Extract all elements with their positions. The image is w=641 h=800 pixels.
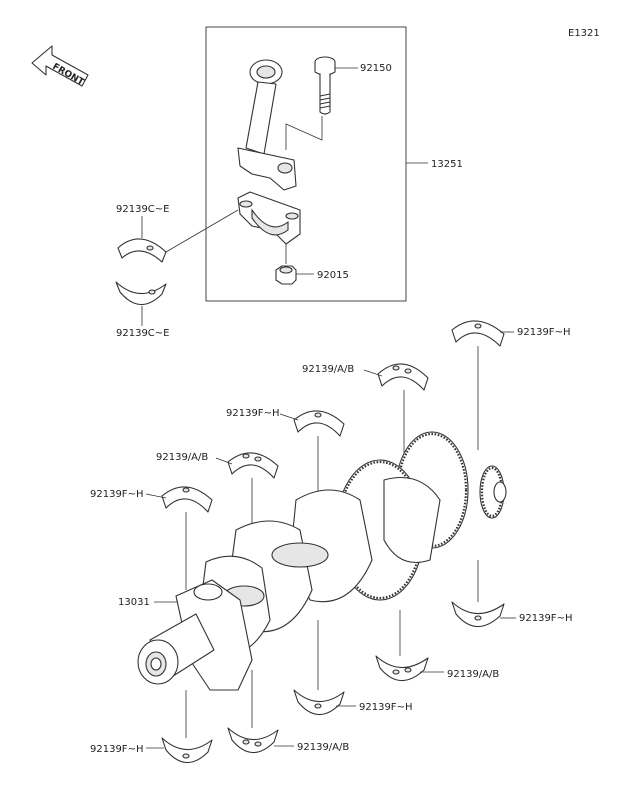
label-bearing-main-ab-bottom-right[interactable]: 92139/A/B	[447, 669, 499, 680]
main-bearing-fh-bottom-right[interactable]	[451, 601, 505, 628]
main-bearing-fh-bottom-mid[interactable]	[293, 689, 345, 716]
label-bearing-main-ab-top[interactable]: 92139/A/B	[302, 364, 354, 375]
front-arrow-icon: FRONT	[31, 45, 89, 88]
conrod-cap[interactable]	[237, 191, 301, 245]
label-nut[interactable]: 92015	[317, 270, 349, 281]
label-conrod-assy[interactable]: 13251	[431, 159, 463, 170]
label-bearing-conrod-lower[interactable]: 92139C~E	[116, 328, 170, 339]
label-bolt[interactable]: 92150	[360, 63, 392, 74]
main-bearing-ab-top[interactable]	[377, 363, 429, 391]
diagram-code: E1321	[568, 28, 600, 39]
main-bearing-ab-top-left[interactable]	[227, 452, 279, 479]
main-bearing-fh-top-left[interactable]	[161, 486, 213, 513]
conrod-bearing-upper[interactable]	[117, 238, 167, 263]
conrod-assembly-box	[205, 26, 407, 302]
main-bearing-fh-top-right[interactable]	[451, 320, 505, 347]
main-bearing-fh-bottom-left[interactable]	[161, 737, 213, 764]
label-bearing-main-fh-top-right[interactable]: 92139F~H	[517, 327, 570, 338]
main-bearing-ab-bottom-left[interactable]	[227, 727, 279, 754]
label-bearing-main-ab-bottom-left[interactable]: 92139/A/B	[297, 742, 349, 753]
label-bearing-main-fh-bottom-mid[interactable]: 92139F~H	[359, 702, 412, 713]
conrod-nut[interactable]	[275, 265, 297, 285]
label-crankshaft[interactable]: 13031	[118, 597, 150, 608]
label-bearing-main-ab-top-left[interactable]: 92139/A/B	[156, 452, 208, 463]
crankshaft[interactable]	[137, 431, 507, 691]
conrod-bolt[interactable]	[314, 56, 336, 115]
conrod-bearing-lower[interactable]	[115, 281, 167, 306]
main-bearing-ab-bottom-right[interactable]	[375, 655, 429, 682]
connecting-rod[interactable]	[237, 59, 297, 191]
label-bearing-main-fh-top-left[interactable]: 92139F~H	[90, 489, 143, 500]
label-bearing-main-fh-bottom-left[interactable]: 92139F~H	[90, 744, 143, 755]
main-bearing-fh-top-mid[interactable]	[293, 410, 345, 437]
label-bearing-conrod-upper[interactable]: 92139C~E	[116, 204, 170, 215]
label-bearing-main-fh-bottom-right[interactable]: 92139F~H	[519, 613, 572, 624]
label-bearing-main-fh-top-mid[interactable]: 92139F~H	[226, 408, 279, 419]
